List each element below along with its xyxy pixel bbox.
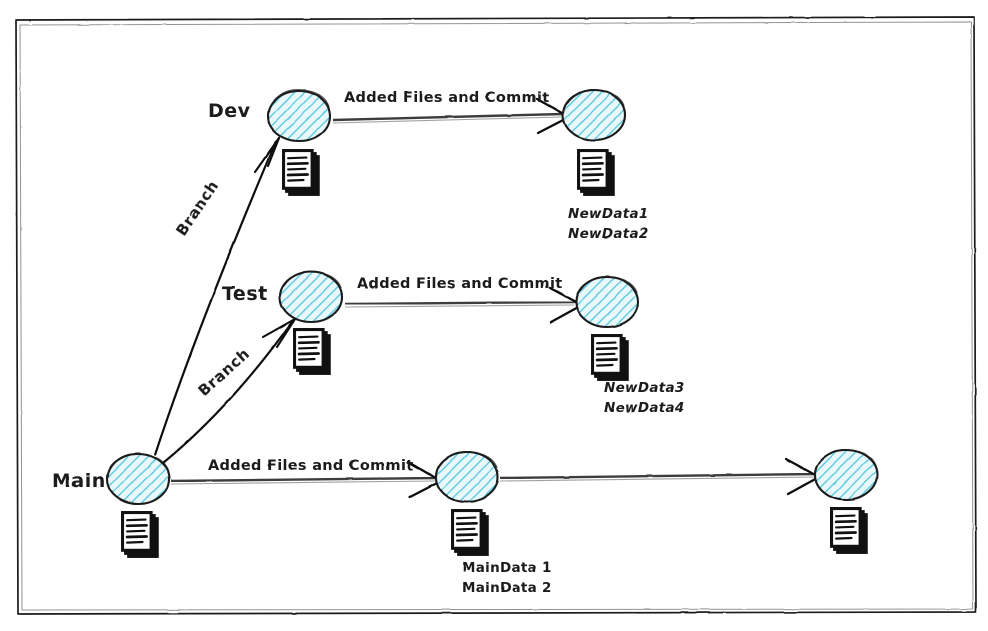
sketch-border <box>15 16 977 615</box>
node-dev-start[interactable] <box>266 89 332 143</box>
branch-label-test: Branch <box>195 345 254 400</box>
node-label-main: Main <box>52 470 106 492</box>
data-label-newdata1: NewData1 <box>568 206 649 222</box>
data-label-maindata2: MainData 2 <box>462 580 552 596</box>
branch-label-dev: Branch <box>172 177 222 239</box>
branch-arrow-main-to-test <box>162 317 297 464</box>
node-main-start[interactable] <box>105 452 171 506</box>
edge-label-main-commit: Added Files and Commit <box>208 458 413 474</box>
node-dev-end[interactable] <box>561 88 627 142</box>
node-main-middle[interactable] <box>434 450 500 504</box>
row-main: Main Added Files and Commit <box>52 448 879 596</box>
edge-label-test-commit: Added Files and Commit <box>357 276 562 292</box>
branch-arrow-main-to-dev <box>153 136 281 456</box>
edge-label-dev-commit: Added Files and Commit <box>344 90 549 106</box>
edge-main-commit <box>170 460 443 499</box>
data-label-newdata4: NewData4 <box>604 400 685 416</box>
doc-icon <box>589 332 631 383</box>
doc-icon <box>291 326 333 377</box>
data-label-newdata3: NewData3 <box>604 380 685 396</box>
node-label-test: Test <box>222 283 268 305</box>
node-label-dev: Dev <box>208 100 251 122</box>
doc-icon <box>575 147 617 198</box>
row-dev: Dev Added Files and Commit <box>208 88 649 242</box>
edge-test-commit <box>344 286 584 324</box>
data-label-newdata2: NewData2 <box>568 226 649 242</box>
edge-dev-commit <box>332 97 571 135</box>
edge-main-tail <box>499 457 821 496</box>
row-test: Test Added Files and Commit <box>222 270 685 416</box>
doc-icon <box>828 505 870 556</box>
doc-icon <box>119 509 161 560</box>
node-test-end[interactable] <box>574 275 640 329</box>
doc-icon <box>449 507 491 558</box>
doc-icon <box>280 147 322 198</box>
node-test-start[interactable] <box>278 270 344 324</box>
node-main-tail[interactable] <box>813 448 879 502</box>
data-label-maindata1: MainData 1 <box>462 560 552 576</box>
